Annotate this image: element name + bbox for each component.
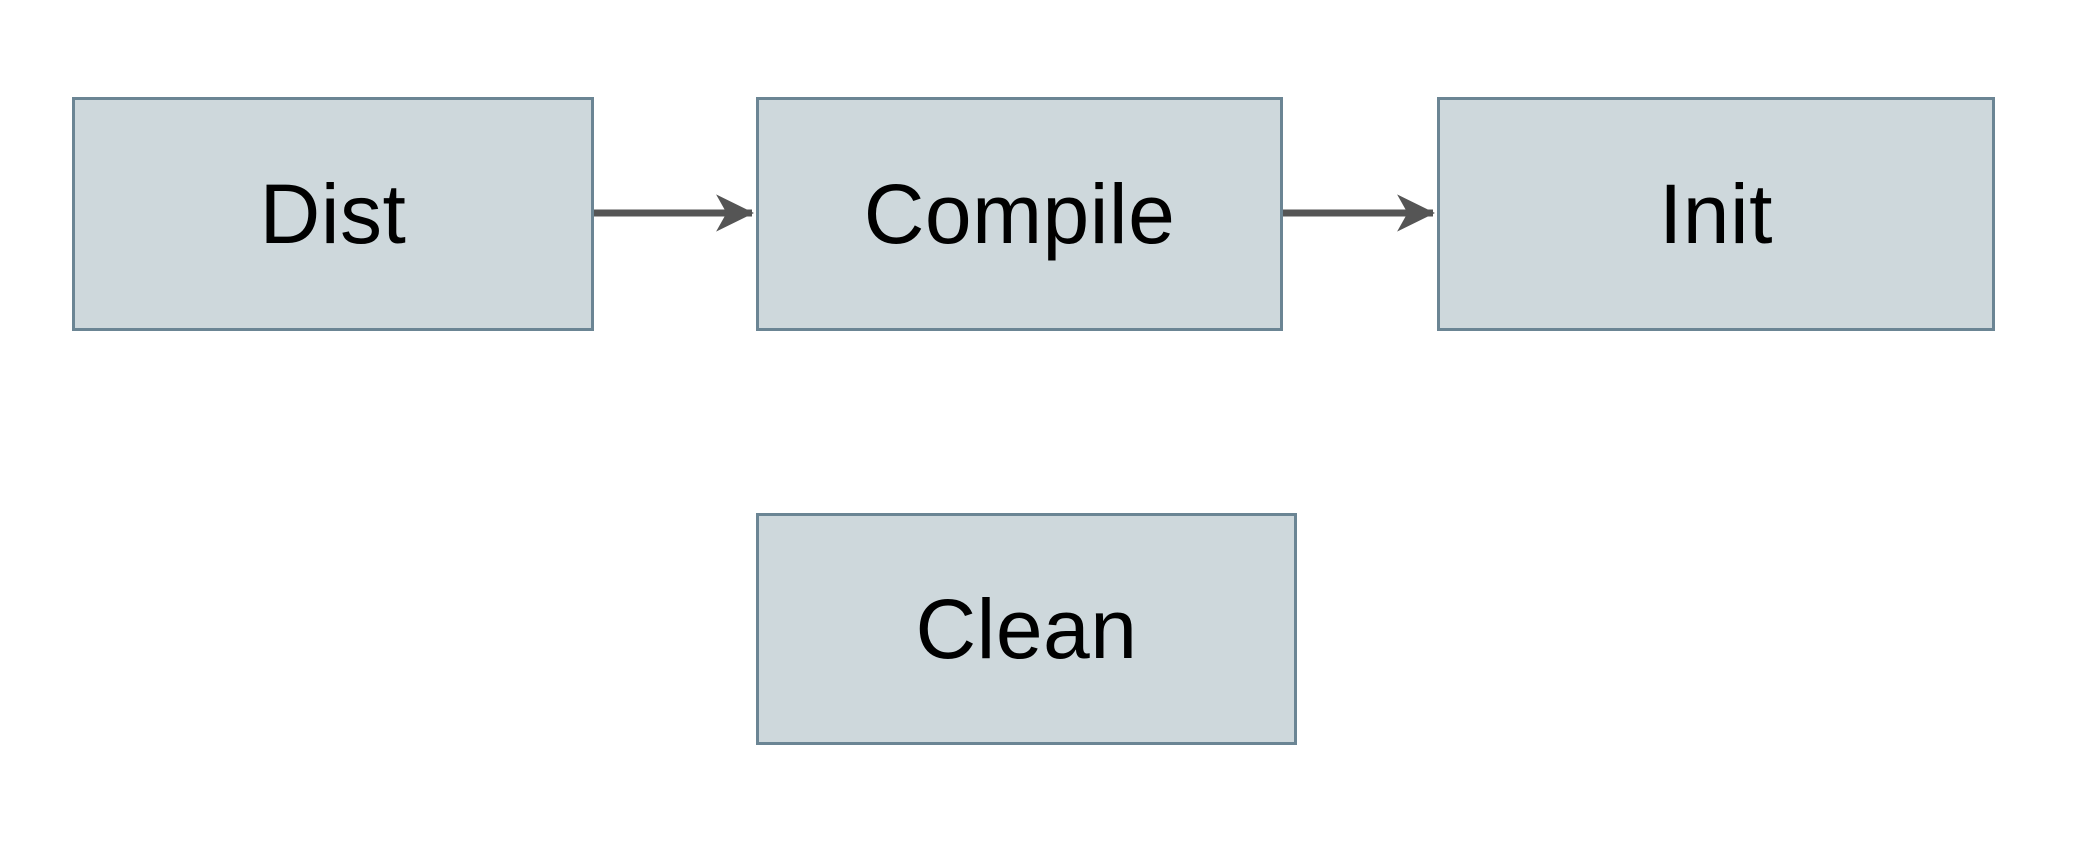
node-init-label: Init <box>1658 167 1774 261</box>
node-clean[interactable]: Clean <box>756 513 1297 745</box>
node-dist-label: Dist <box>259 167 407 261</box>
node-compile-label: Compile <box>863 167 1176 261</box>
node-clean-label: Clean <box>915 582 1138 676</box>
node-dist[interactable]: Dist <box>72 97 594 331</box>
node-compile[interactable]: Compile <box>756 97 1283 331</box>
node-init[interactable]: Init <box>1437 97 1995 331</box>
